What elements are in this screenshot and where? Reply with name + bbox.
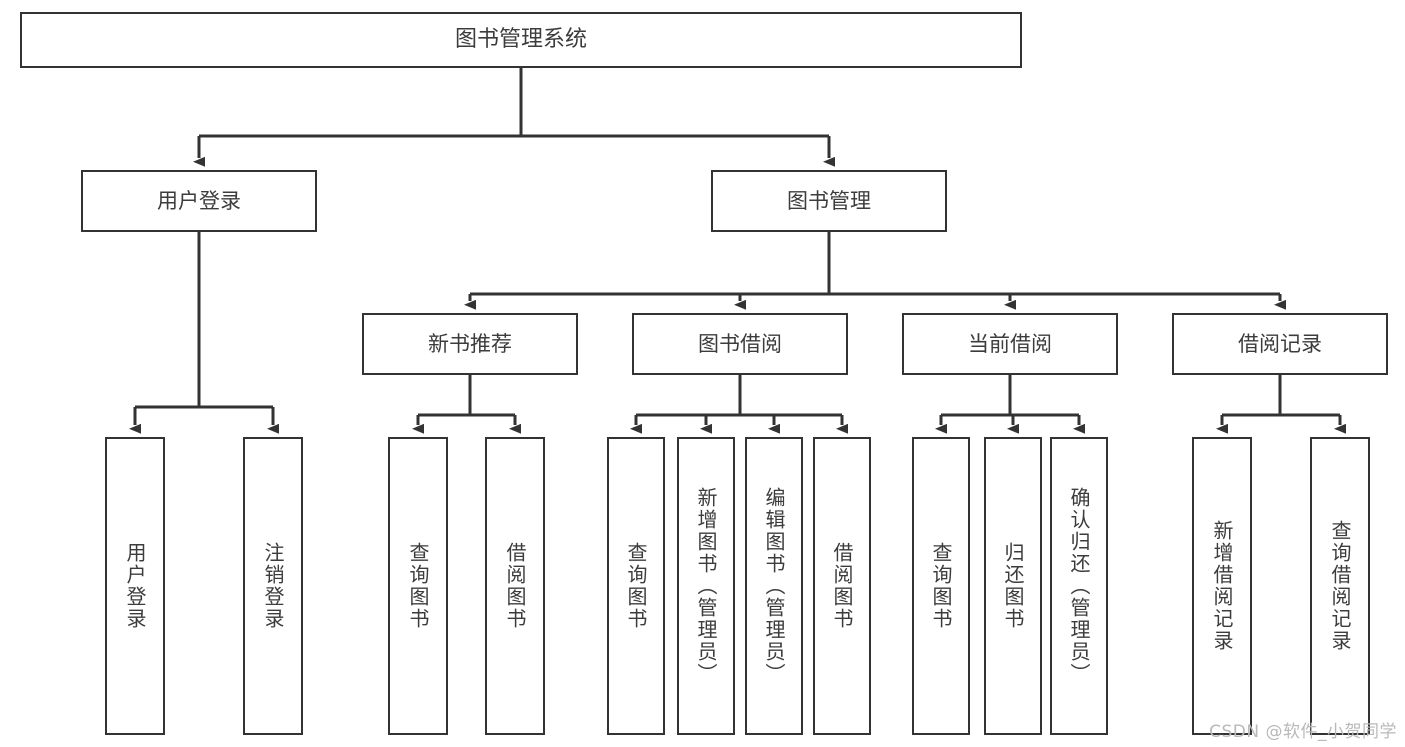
node-label-borrow-record: 借阅记录 [1238,331,1322,356]
node-label-leaf-query-borrow-record: 查询借阅记录 [1328,520,1352,652]
node-leaf-query-book-borrow[interactable]: 查询图书 [607,437,665,735]
node-leaf-query-book-current[interactable]: 查询图书 [912,437,970,735]
watermark-text: CSDN @软件_小贺同学 [1209,722,1397,742]
node-label-leaf-user-logout: 注销登录 [261,542,285,630]
node-label-leaf-edit-book-admin: 编辑图书（管理员） [762,487,786,685]
node-label-leaf-borrow-book: 借阅图书 [830,542,854,630]
node-leaf-add-borrow-record[interactable]: 新增借阅记录 [1192,437,1252,735]
node-leaf-borrow-book-rec[interactable]: 借阅图书 [485,437,545,735]
node-leaf-confirm-return-admin[interactable]: 确认归还（管理员） [1050,437,1108,735]
node-current-borrow[interactable]: 当前借阅 [902,313,1118,375]
node-user-login[interactable]: 用户登录 [81,170,317,232]
node-label-leaf-confirm-return-admin: 确认归还（管理员） [1067,487,1091,685]
node-leaf-query-borrow-record[interactable]: 查询借阅记录 [1310,437,1370,735]
node-label-leaf-user-login: 用户登录 [123,542,147,630]
node-label-book-manage: 图书管理 [787,188,871,213]
node-label-root: 图书管理系统 [454,27,587,53]
node-leaf-user-logout[interactable]: 注销登录 [243,437,303,735]
node-label-current-borrow: 当前借阅 [968,331,1052,356]
node-label-user-login: 用户登录 [157,188,241,213]
node-leaf-add-book-admin[interactable]: 新增图书（管理员） [677,437,735,735]
node-leaf-borrow-book[interactable]: 借阅图书 [813,437,871,735]
node-leaf-return-book[interactable]: 归还图书 [984,437,1042,735]
node-leaf-query-book-rec[interactable]: 查询图书 [388,437,448,735]
node-label-leaf-query-book-borrow: 查询图书 [624,542,648,630]
node-leaf-edit-book-admin[interactable]: 编辑图书（管理员） [745,437,803,735]
node-book-borrow[interactable]: 图书借阅 [632,313,848,375]
node-label-leaf-query-book-current: 查询图书 [929,542,953,630]
node-label-leaf-add-borrow-record: 新增借阅记录 [1210,520,1234,652]
node-book-manage[interactable]: 图书管理 [711,170,947,232]
node-leaf-user-login[interactable]: 用户登录 [105,437,165,735]
node-label-leaf-query-book-rec: 查询图书 [406,542,430,630]
node-label-leaf-add-book-admin: 新增图书（管理员） [694,487,718,685]
node-new-book-recommend[interactable]: 新书推荐 [362,313,578,375]
node-borrow-record[interactable]: 借阅记录 [1172,313,1388,375]
node-label-new-book-recommend: 新书推荐 [428,331,512,356]
node-label-leaf-return-book: 归还图书 [1001,542,1025,630]
node-label-leaf-borrow-book-rec: 借阅图书 [503,542,527,630]
node-label-book-borrow: 图书借阅 [698,331,782,356]
node-root[interactable]: 图书管理系统 [20,12,1022,68]
